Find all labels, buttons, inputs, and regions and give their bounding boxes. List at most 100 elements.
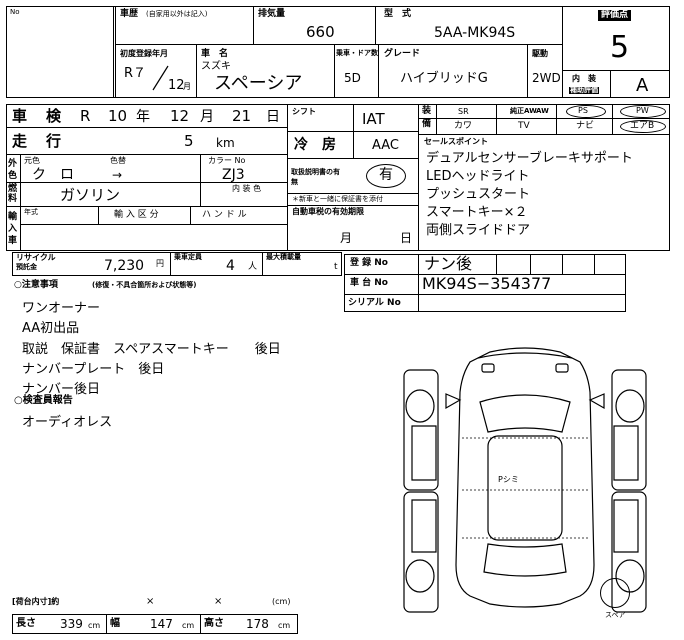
interior-label: 内 装	[572, 74, 596, 83]
equip-pw: PW	[636, 106, 649, 115]
inspector-report-line-1: オーディオレス	[22, 415, 113, 430]
spare-label: スペア	[605, 611, 626, 619]
doors-label: 乗車・ドア数	[336, 49, 378, 57]
model-label: 型 式	[384, 9, 412, 19]
equip-airbag: エアB	[630, 121, 655, 131]
color-no-value: ZJ3	[222, 167, 245, 183]
capacity-value: 4	[226, 258, 235, 274]
mileage-value: 5	[184, 132, 194, 150]
sales-point-3: プッシュスタート	[426, 187, 531, 202]
car-name-label: 車 名	[201, 49, 229, 59]
capacity-label: 乗車定員	[174, 253, 202, 261]
inspector-report-heading: ○検査員報告	[14, 395, 73, 406]
inspection-month: 12	[170, 107, 190, 125]
manual-circle	[366, 164, 406, 188]
color-side-label: 外色	[8, 159, 18, 181]
note-line-2: AA初出品	[22, 321, 80, 336]
height-value: 178	[246, 617, 269, 631]
lot-number-label: No	[10, 8, 20, 16]
import-type-label: 輸 入 区 分	[114, 210, 159, 220]
manual-value: 有	[379, 167, 393, 183]
plate-value: ナン後	[424, 254, 473, 273]
equip-sr: SR	[458, 107, 469, 116]
drive-label: 駆動	[532, 49, 548, 58]
inspection-year: 10	[108, 107, 128, 125]
width-value: 147	[150, 617, 173, 631]
specs-block	[6, 104, 670, 251]
reg-expiry-month: 月	[340, 231, 353, 245]
equip-aw-prefix: 純正AW	[510, 107, 537, 115]
equip-airbag-circle	[620, 120, 666, 133]
shift-value: IAT	[362, 110, 385, 128]
equip-navi: ナビ	[576, 121, 595, 131]
note-line-1: ワンオーナー	[22, 301, 101, 316]
cargo-times-2: ×	[214, 596, 223, 607]
equip-leather: カワ	[454, 121, 473, 131]
equip-pw-circle	[620, 105, 666, 118]
registration-block	[344, 254, 626, 312]
first-reg-slash	[150, 64, 170, 92]
first-reg-year: R７	[124, 66, 147, 81]
serial-label: シリアル No	[348, 298, 401, 308]
vehicle-damage-diagram	[403, 347, 647, 613]
equip-aw: AW	[536, 107, 549, 115]
note-line-3: 取説 保証書 スペアスマートキー 後日	[22, 342, 281, 357]
equip-ps: PS	[578, 106, 588, 115]
interior-color-label: 内 装 色	[232, 184, 262, 193]
chassis-label: 車 台 No	[350, 278, 388, 288]
import-side-label: 輸入車	[8, 212, 18, 246]
ac-value: AAC	[372, 138, 399, 153]
sales-points-label: セールスポイント	[424, 137, 488, 146]
inspection-year-unit: 年	[136, 109, 150, 125]
length-value: 339	[60, 617, 83, 631]
recycle-label: リサイクル	[16, 253, 56, 262]
spare-tire-icon	[600, 578, 630, 608]
model-value: 5AA-MK94S	[434, 25, 516, 41]
interior-sub-label: 補助評価	[569, 86, 599, 94]
maker-value: スズキ	[201, 61, 231, 72]
equip-tv: TV	[518, 121, 530, 131]
first-reg-month: 12	[168, 78, 185, 93]
orig-color-label: 元色	[24, 156, 40, 165]
note-line-4: ナンバープレート 後日	[22, 362, 165, 377]
recycle-sub-label: 預託金	[16, 263, 37, 271]
repaint-label: 色替	[110, 156, 126, 165]
reg-expiry-day: 日	[400, 231, 413, 245]
length-label: 長さ	[16, 618, 36, 629]
equipment-side-label: 装備	[422, 106, 432, 129]
recycle-yen: 円	[156, 259, 164, 268]
doors-value: 5D	[344, 71, 361, 85]
car-name-value: スペーシア	[214, 73, 303, 94]
dimensions-box	[12, 614, 298, 634]
capacity-unit: 人	[248, 262, 258, 272]
mileage-unit: km	[216, 136, 235, 150]
import-year-label: 年式	[24, 208, 38, 216]
displacement-value: 660	[306, 23, 335, 41]
load-unit: t	[334, 262, 338, 272]
history-note: (自家用以外は記入)	[146, 10, 208, 18]
grade-label: グレード	[384, 49, 421, 59]
chassis-value: MK94S−354377	[422, 274, 552, 293]
inspection-day-unit: 日	[266, 109, 280, 125]
ac-label: 冷 房	[294, 137, 336, 153]
cargo-dimensions-label: [荷台内寸]約	[12, 597, 60, 606]
color-value: ク ロ	[32, 167, 74, 183]
fuel-side-label: 燃料	[8, 184, 18, 204]
sales-point-5: 両側スライドドア	[426, 223, 531, 238]
displacement-label: 排気量	[258, 9, 286, 19]
score-label: 評価点	[598, 10, 632, 21]
recycle-amount: 7,230	[104, 258, 145, 274]
cargo-times-1: ×	[146, 596, 155, 607]
grade-value: ハイブリッドG	[400, 71, 488, 86]
reg-expiry-label: 自動車税の有効期限	[292, 207, 364, 216]
interior-score: A	[636, 75, 649, 96]
history-label: 車歴	[120, 9, 139, 19]
sales-point-4: スマートキー×２	[426, 205, 528, 220]
inspection-day: 21	[232, 107, 252, 125]
mileage-label: 走 行	[12, 132, 64, 150]
first-reg-month-unit: 月	[183, 82, 191, 91]
inspection-month-unit: 月	[200, 109, 214, 125]
recycle-block	[12, 252, 342, 276]
load-label: 最大積載量	[266, 253, 301, 261]
color-arrow: →	[112, 168, 123, 182]
